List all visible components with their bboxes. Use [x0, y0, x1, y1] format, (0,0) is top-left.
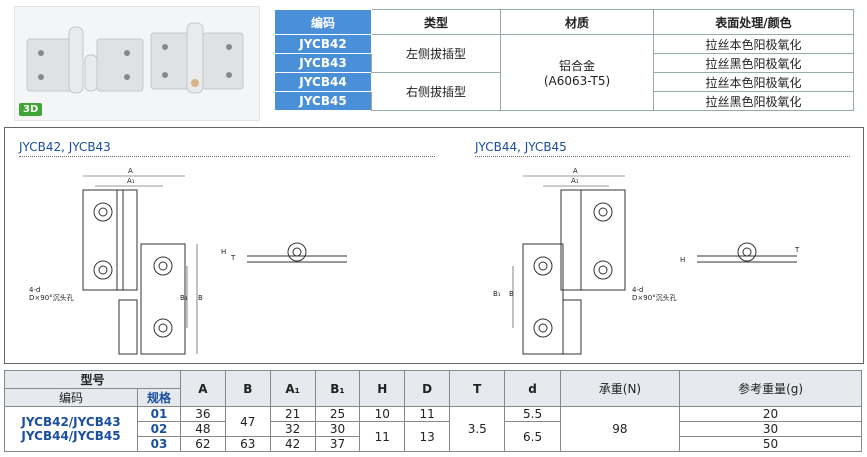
dim-label-B-left: B: [198, 294, 203, 302]
dim-label-A-left: A: [128, 167, 133, 175]
spec-finish: 拉丝本色阳极氧化: [653, 72, 854, 92]
spec-code: JYCB44: [274, 72, 372, 92]
material-name: 铝合金: [558, 59, 595, 73]
dim-label-H-left: H: [221, 248, 227, 256]
dims-header-row-1: 型号 A B A₁ B₁ H D T d 承重(N) 参考重量(g): [4, 370, 862, 407]
hole-count: 4-d: [632, 286, 644, 294]
dims-header-T: T: [449, 370, 506, 407]
dims-weight: 20: [679, 406, 862, 422]
left-hinge-front-view: [82, 175, 198, 355]
spec-row: JYCB44 右侧拔插型 拉丝本色阳极氧化: [274, 72, 854, 111]
dims-row: JYCB42/JYCB43 JYCB44/JYCB45 01 36 47 21 …: [4, 406, 862, 452]
dims-d: 5.5: [504, 406, 561, 422]
technical-drawing: JYCB42, JYCB43 JYCB44, JYCB45 A A₁ B B₁ …: [4, 127, 864, 364]
dims-A: 48: [180, 421, 226, 437]
dims-spec: 02: [137, 421, 181, 437]
drawing-title-right: JYCB44, JYCB45: [475, 140, 567, 154]
3d-badge[interactable]: 3D: [19, 103, 43, 116]
dims-A1: 32: [269, 421, 316, 437]
dims-header-load: 承重(N): [559, 370, 681, 407]
spec-header-type: 类型: [371, 9, 501, 35]
dims-code-line1: JYCB42/JYCB43: [21, 415, 121, 429]
spec-code: JYCB43: [274, 53, 372, 73]
hole-countersink: D×90°沉头孔: [29, 294, 74, 302]
dim-label-H-right: H: [680, 256, 686, 264]
drawing-divider-right: [475, 156, 850, 157]
spec-finish: 拉丝黑色阳极氧化: [653, 91, 854, 111]
dims-spec: 01: [137, 406, 181, 422]
dims-header-d: d: [504, 370, 561, 407]
dims-H: 11: [359, 421, 406, 452]
dims-header-model: 型号: [4, 370, 181, 389]
spec-finish: 拉丝本色阳极氧化: [653, 34, 854, 54]
spec-table: 编码 类型 材质 表面处理/颜色 JYCB42 左侧拔插型 铝合金 (A6063…: [274, 9, 854, 111]
dims-spec: 03: [137, 436, 181, 452]
dims-D: 13: [404, 421, 451, 452]
dims-B1: 37: [314, 436, 361, 452]
product-photo: 3D: [14, 6, 260, 121]
hole-note-right: 4-d D×90°沉头孔: [632, 286, 677, 302]
spec-row: JYCB45 拉丝黑色阳极氧化: [274, 91, 854, 111]
dimensions-table: 型号 A B A₁ B₁ H D T d 承重(N) 参考重量(g) 编码 规格…: [4, 370, 862, 452]
dim-label-T-left: T: [231, 254, 236, 262]
dim-label-T-right: T: [795, 246, 800, 254]
dims-header-weight: 参考重量(g): [679, 370, 862, 407]
drawing-title-left: JYCB42, JYCB43: [19, 140, 111, 154]
dim-label-B-right: B: [509, 290, 514, 298]
dims-header-A1: A₁: [269, 370, 316, 407]
dims-A1: 42: [269, 436, 316, 452]
hole-countersink: D×90°沉头孔: [632, 294, 677, 302]
spec-type-right: 右侧拔插型: [371, 72, 501, 111]
hole-count: 4-d: [29, 286, 41, 294]
right-hinge-side-view: [697, 242, 797, 263]
dim-label-B1-right: B₁: [493, 290, 501, 298]
dim-label-A1-right: A₁: [571, 177, 579, 185]
dims-code-line2: JYCB44/JYCB45: [21, 429, 121, 443]
dims-load: 98: [559, 406, 681, 452]
dims-A1: 21: [269, 406, 316, 422]
spec-header-material: 材质: [500, 9, 654, 35]
dims-header-code: 编码: [4, 388, 138, 407]
dims-D: 11: [404, 406, 451, 422]
dims-header-D: D: [404, 370, 451, 407]
hinge-photo-illustration: [26, 22, 244, 94]
dims-B: 63: [224, 436, 271, 452]
dims-B1: 30: [314, 421, 361, 437]
dims-header-H: H: [359, 370, 406, 407]
dims-code: JYCB42/JYCB43 JYCB44/JYCB45: [4, 406, 138, 452]
dims-d: 6.5: [504, 421, 561, 452]
spec-header-code: 编码: [274, 9, 372, 35]
dims-weight: 50: [679, 436, 862, 452]
dims-T: 3.5: [449, 406, 506, 452]
spec-code: JYCB42: [274, 34, 372, 54]
spec-header-finish: 表面处理/颜色: [653, 9, 854, 35]
spec-type-left: 左侧拔插型: [371, 34, 501, 73]
drawing-divider-left: [19, 156, 435, 157]
dim-label-B1-left: B₁: [180, 294, 188, 302]
dims-B1: 25: [314, 406, 361, 422]
spec-finish: 拉丝黑色阳极氧化: [653, 53, 854, 73]
spec-code: JYCB45: [274, 91, 372, 111]
dims-header-B1: B₁: [314, 370, 361, 407]
dims-header-A: A: [180, 370, 226, 407]
material-grade: (A6063-T5): [543, 74, 611, 88]
dims-A: 36: [180, 406, 226, 422]
spec-material: 铝合金 (A6063-T5): [500, 34, 654, 111]
dims-header-spec: 规格: [137, 388, 181, 407]
spec-row: JYCB42 左侧拔插型 铝合金 (A6063-T5) 拉丝本色阳极氧化: [274, 34, 854, 111]
dims-H: 10: [359, 406, 406, 422]
right-hinge-front-view: [512, 175, 626, 355]
spec-header-row: 编码 类型 材质 表面处理/颜色: [274, 9, 854, 35]
dims-row: 03 62 63 42 37 50: [5, 436, 862, 452]
dims-A: 62: [180, 436, 226, 452]
dims-header-B: B: [224, 370, 271, 407]
dim-label-A1-left: A₁: [127, 177, 135, 185]
dims-weight: 30: [679, 421, 862, 437]
dim-label-A-right: A: [573, 167, 578, 175]
hole-note-left: 4-d D×90°沉头孔: [29, 286, 74, 302]
left-hinge-side-view: [247, 242, 347, 263]
dims-B: 47: [224, 406, 271, 437]
